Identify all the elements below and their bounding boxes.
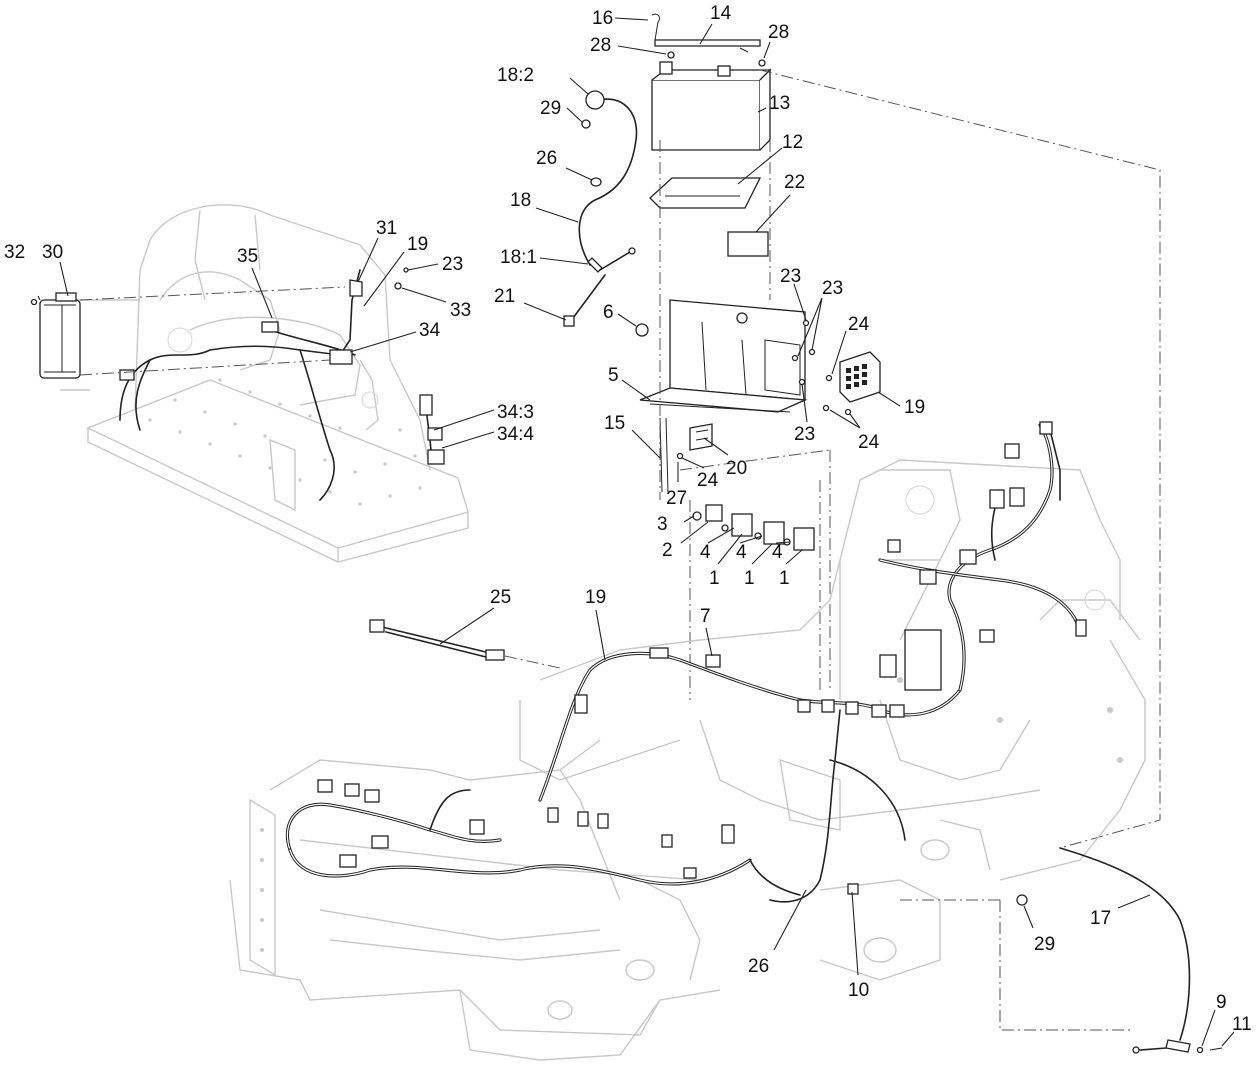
callout-19: 19 xyxy=(585,587,606,608)
callout-23: 23 xyxy=(442,254,463,275)
callout-5: 5 xyxy=(608,365,619,386)
callout-29: 29 xyxy=(540,98,561,119)
callout-13: 13 xyxy=(769,93,790,114)
fuse-block xyxy=(839,351,881,403)
callout-25: 25 xyxy=(490,587,511,608)
upper-left-frame-assembly xyxy=(30,204,469,564)
callout-1: 1 xyxy=(744,568,755,589)
callout-24: 24 xyxy=(848,314,870,335)
callout-4: 4 xyxy=(700,542,711,563)
callout-4: 4 xyxy=(772,542,783,563)
callout-33: 33 xyxy=(450,300,471,321)
callout-35: 35 xyxy=(237,246,258,267)
main-wire-harness xyxy=(285,421,1223,1054)
callout-23: 23 xyxy=(822,278,843,299)
callout-24: 24 xyxy=(858,432,880,453)
callout-12: 12 xyxy=(782,132,803,153)
callout-26: 26 xyxy=(748,956,769,977)
callout-28: 28 xyxy=(590,35,611,56)
callout-6: 6 xyxy=(603,302,614,323)
callout-19: 19 xyxy=(904,397,925,418)
callout-23: 23 xyxy=(780,266,801,287)
callout-18-2: 18:2 xyxy=(497,65,534,86)
callout-4: 4 xyxy=(736,542,747,563)
callout-1: 1 xyxy=(709,568,720,589)
callout-1: 1 xyxy=(779,568,790,589)
callout-15: 15 xyxy=(604,413,625,434)
callout-3: 3 xyxy=(657,514,668,535)
callout-2: 2 xyxy=(662,540,673,561)
callout-34: 34 xyxy=(419,320,441,341)
callout-16: 16 xyxy=(592,8,613,29)
callout-31: 31 xyxy=(376,218,397,239)
leader-lines xyxy=(37,17,1235,1047)
callout-10: 10 xyxy=(848,980,869,1001)
callout-29: 29 xyxy=(1034,934,1055,955)
callout-27: 27 xyxy=(666,488,687,509)
callout-23: 23 xyxy=(794,424,815,445)
callout-26: 26 xyxy=(536,148,557,169)
controller-module xyxy=(39,292,81,379)
callout-32: 32 xyxy=(4,242,25,263)
main-frame-assembly xyxy=(229,459,1146,1061)
callout-20: 20 xyxy=(726,458,747,479)
callout-labels: 16 14 28 28 18:2 29 13 12 26 22 18 18:1 … xyxy=(4,3,1252,1035)
callout-17: 17 xyxy=(1090,908,1111,929)
callout-22: 22 xyxy=(784,172,805,193)
callout-9: 9 xyxy=(1216,992,1227,1013)
callout-18-1: 18:1 xyxy=(500,247,537,268)
callout-28: 28 xyxy=(768,22,789,43)
callout-21: 21 xyxy=(494,286,515,307)
callout-24: 24 xyxy=(697,470,719,491)
callout-11: 11 xyxy=(1232,1014,1252,1035)
callout-7: 7 xyxy=(700,606,711,627)
callout-30: 30 xyxy=(42,242,63,263)
battery-assembly xyxy=(563,13,1161,849)
callout-34-3: 34:3 xyxy=(497,402,534,423)
callout-14: 14 xyxy=(710,3,732,24)
callout-18: 18 xyxy=(510,190,531,211)
callout-19: 19 xyxy=(407,234,428,255)
callout-34-4: 34:4 xyxy=(497,424,534,445)
